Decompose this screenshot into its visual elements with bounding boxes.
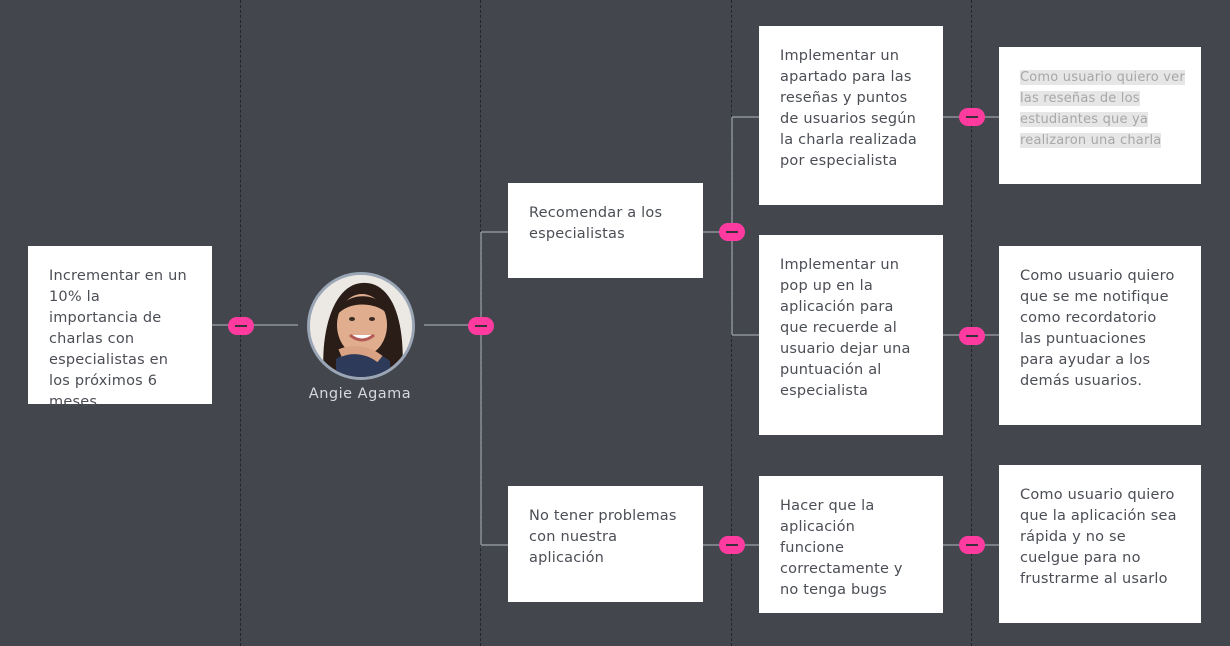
solution-card[interactable]: Implementar un pop up en la aplicación p… bbox=[759, 235, 943, 435]
story-card[interactable]: Como usuario quiero que se me notifique … bbox=[999, 246, 1201, 425]
column-divider bbox=[971, 0, 972, 646]
story-card[interactable]: Como usuario quiero ver las reseñas de l… bbox=[999, 47, 1201, 184]
collapse-toggle[interactable] bbox=[228, 317, 254, 335]
persona-name: Angie Agama bbox=[308, 386, 412, 402]
solution-text: Implementar un apartado para las reseñas… bbox=[780, 48, 917, 169]
solution-card[interactable]: Implementar un apartado para las reseñas… bbox=[759, 26, 943, 205]
goal-card[interactable]: Incrementar en un 10% la importancia de … bbox=[28, 246, 212, 410]
avatar[interactable] bbox=[307, 272, 415, 380]
solution-card[interactable]: Hacer que la aplicación funcione correct… bbox=[759, 476, 943, 613]
story-text: Como usuario quiero que la aplicación se… bbox=[1020, 487, 1177, 587]
opportunity-text: Recomendar a los especialistas bbox=[529, 205, 663, 242]
collapse-toggle[interactable] bbox=[719, 536, 745, 554]
goal-text: Incrementar en un 10% la importancia de … bbox=[49, 268, 187, 410]
avatar-photo bbox=[310, 275, 412, 377]
story-card[interactable]: Como usuario quiero que la aplicación se… bbox=[999, 465, 1201, 623]
solution-text: Hacer que la aplicación funcione correct… bbox=[780, 498, 903, 598]
collapse-toggle[interactable] bbox=[959, 536, 985, 554]
collapse-toggle[interactable] bbox=[959, 108, 985, 126]
story-text: Como usuario quiero que se me notifique … bbox=[1020, 268, 1175, 389]
collapse-toggle[interactable] bbox=[468, 317, 494, 335]
solution-text: Implementar un pop up en la aplicación p… bbox=[780, 257, 911, 399]
collapse-toggle[interactable] bbox=[959, 327, 985, 345]
opportunity-text: No tener problemas con nuestra aplicació… bbox=[529, 508, 677, 566]
opportunity-card[interactable]: No tener problemas con nuestra aplicació… bbox=[508, 486, 703, 602]
collapse-toggle[interactable] bbox=[719, 223, 745, 241]
story-text: Como usuario quiero ver las reseñas de l… bbox=[1020, 70, 1185, 148]
opportunity-card[interactable]: Recomendar a los especialistas bbox=[508, 183, 703, 278]
